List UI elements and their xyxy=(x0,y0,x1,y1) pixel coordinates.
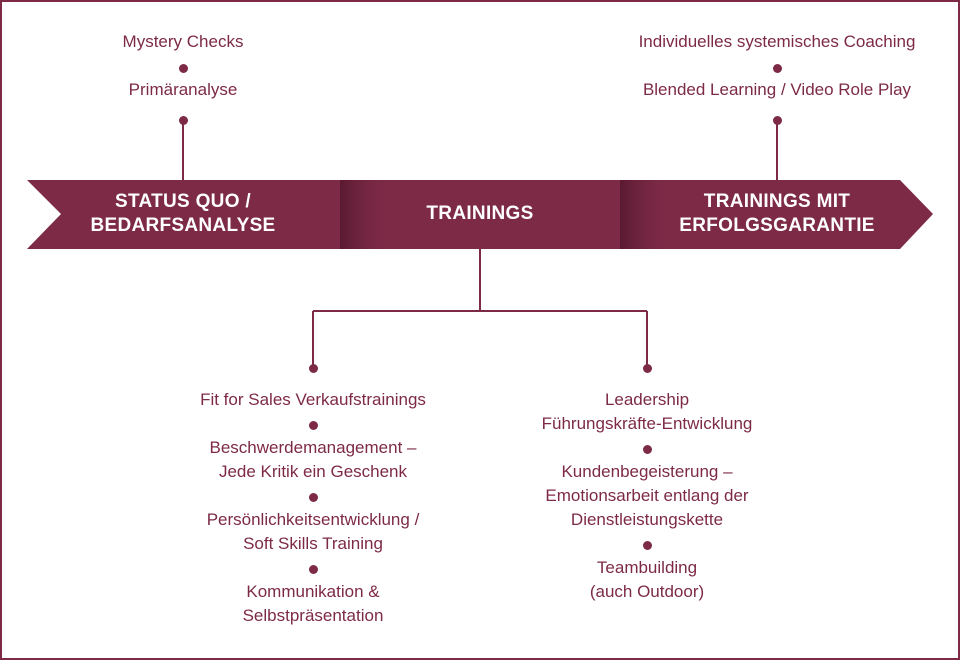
item-teambuilding: Teambuilding(auch Outdoor) xyxy=(589,558,705,601)
item-coaching: Individuelles systemisches Coaching xyxy=(638,32,916,51)
process-arrow-band xyxy=(27,180,933,249)
bullet-dot xyxy=(308,564,318,574)
bullet-dot xyxy=(642,540,652,550)
item-beschwerdemanagement: Beschwerdemanagement –Jede Kritik ein Ge… xyxy=(209,438,417,481)
item-kommunikation: Kommunikation &Selbstpräsentation xyxy=(242,582,384,625)
stage-status-quo: STATUS QUO /BEDARFSANALYSE xyxy=(90,191,276,236)
bullet-dot xyxy=(642,444,652,454)
item-fit-for-sales: Fit for Sales Verkaufstrainings xyxy=(200,390,426,409)
stage-trainings: TRAININGS xyxy=(426,203,534,224)
item-persoenlichkeitsentwicklung: Persönlichkeitsentwicklung /Soft Skills … xyxy=(206,510,420,553)
bullet-dot xyxy=(308,492,318,502)
item-primaeranalyse: Primäranalyse xyxy=(128,80,238,99)
connector-dot xyxy=(308,363,318,373)
connector-bottom-branch xyxy=(312,249,648,368)
stage-separator-2 xyxy=(620,180,675,249)
connector-dot xyxy=(178,115,188,125)
item-blended-learning: Blended Learning / Video Role Play xyxy=(642,80,912,99)
item-kundenbegeisterung: Kundenbegeisterung –Emotionsarbeit entla… xyxy=(545,462,749,529)
bullet-dot xyxy=(308,420,318,430)
connector-dot xyxy=(772,115,782,125)
item-mystery-checks: Mystery Checks xyxy=(122,32,244,51)
bullet-dot xyxy=(772,63,782,73)
connector-dot xyxy=(642,363,652,373)
bullet-dot xyxy=(178,63,188,73)
stage-separator-1 xyxy=(340,180,395,249)
